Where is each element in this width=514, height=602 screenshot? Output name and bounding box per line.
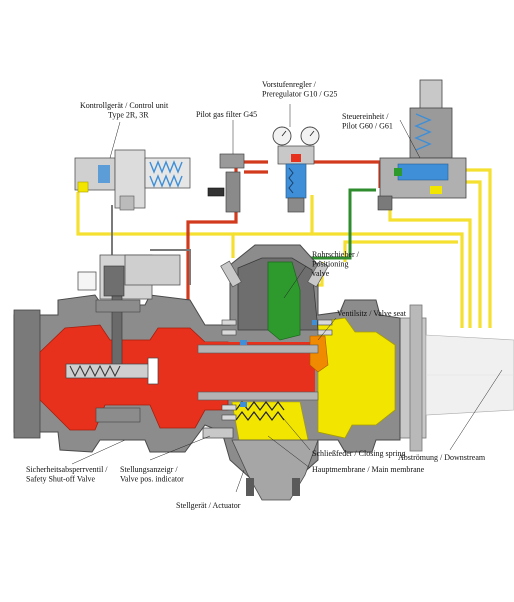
main-membrane-label: Hauptmembrane / Main membrane xyxy=(312,465,425,474)
actuator-label: Stellgerät / Actuator xyxy=(176,501,241,510)
pilot-gas-filter xyxy=(207,153,245,213)
valve-pos-indicator-label: Stellungsanzeigr /Valve pos. indicator xyxy=(120,465,184,484)
closing-spring-label: Schließfeder / Closing spring xyxy=(312,449,406,458)
control-unit xyxy=(74,149,191,211)
preregulator xyxy=(272,126,320,213)
leader-lines xyxy=(71,104,503,493)
preregulator-label: Vorstufenregler /Preregulator G10 / G25 xyxy=(262,80,337,99)
pilot-label: Steuereinheit /Pilot G60 / G61 xyxy=(342,112,393,131)
safety-shutoff-valve xyxy=(65,254,181,423)
valve-seat-label: Ventilsitz / Valve seat xyxy=(337,309,407,318)
downstream-pipe xyxy=(397,304,514,452)
pilot-filter-label: Pilot gas filter G45 xyxy=(196,110,257,119)
ssv-label: Sicherheitsabsperrventil /Safety Shut-of… xyxy=(26,465,108,484)
pilot-unit xyxy=(377,79,467,211)
downstream-label: Abströmung / Downstream xyxy=(398,453,486,462)
valve-position-indicator xyxy=(202,427,234,439)
gray-impulse-lines xyxy=(111,205,191,285)
